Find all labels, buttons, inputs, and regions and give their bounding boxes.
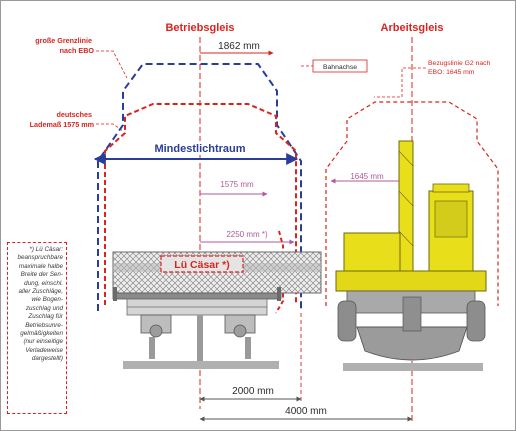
mindestlichtraum-label-bg: [151, 141, 249, 155]
wagon-leg-left: [149, 337, 155, 359]
wagon-stake-left: [113, 287, 117, 301]
label-grenzlinie-l1: große Grenzlinie: [35, 36, 92, 45]
track-excavator: [335, 140, 487, 361]
dim-label-2000: 2000 mm: [232, 386, 274, 397]
wagon-wheel-right: [233, 324, 247, 338]
wagon-deck: [112, 292, 282, 300]
heading-arbeitsgleis: Arbeitsgleis: [381, 22, 444, 34]
bahnachse-box: [312, 59, 368, 73]
label-mindestlichtraum: Mindestlichtraum: [154, 143, 245, 155]
rail-betriebsgleis: [123, 361, 279, 369]
excavator-bucket: [356, 326, 468, 361]
dim-label-1645: 1645 mm: [350, 172, 384, 181]
footnote-text: *) Lü Cäsar: beanspruchbare maximale hal…: [17, 246, 63, 363]
label-lademass-l1: deutsches: [56, 110, 92, 119]
excavator-mast-truss-3: [398, 230, 414, 247]
lu-casar-box: [160, 255, 244, 273]
excavator-cab-roof: [432, 183, 470, 193]
footnote-box: *) Lü Cäsar: beanspruchbare maximale hal…: [7, 242, 67, 414]
outline-bezugslinie: [325, 101, 499, 306]
dim-label-2250: 2250 mm *): [226, 230, 268, 239]
excavator-mast-truss-2: [398, 190, 414, 207]
dim-label-4000: 4000 mm: [285, 406, 327, 417]
label-grenzlinie: große Grenzlinie nach EBO: [35, 36, 94, 55]
wagon-center-post: [197, 315, 203, 361]
outline-lademass: [104, 103, 297, 305]
excavator-bucket-arm: [402, 296, 422, 332]
leader-bezugslinie: [374, 67, 426, 98]
wagon-stake-right: [277, 287, 281, 301]
label-grenzlinie-l2: nach EBO: [60, 46, 95, 55]
excavator-housing-base: [335, 270, 487, 292]
wagon-leg-right: [245, 337, 251, 359]
rail-arbeitsgleis: [343, 363, 483, 371]
label-bahnachse: Bahnachse: [323, 64, 357, 71]
label-bezugslinie-l1: Bezugslinie G2 nach: [428, 60, 491, 67]
heading-betriebsgleis: Betriebsgleis: [165, 22, 234, 34]
excavator-cab-window: [434, 200, 468, 238]
excavator-wheel-left: [337, 300, 357, 342]
dim-label-1575: 1575 mm: [220, 180, 254, 189]
label-bezugslinie-l2: EBO: 1645 mm: [428, 69, 475, 76]
dim-label-1862: 1862 mm: [218, 41, 260, 52]
excavator-wheel-right: [466, 300, 486, 342]
leader-grenzlinie: [96, 50, 128, 79]
label-lademass: deutsches Lademaß 1575 mm: [30, 110, 94, 129]
label-bezugslinie: Bezugslinie G2 nach EBO: 1645 mm: [428, 60, 492, 76]
label-lademass-l2: Lademaß 1575 mm: [30, 120, 94, 129]
outline-grenzlinie: [97, 63, 302, 311]
label-lu-casar: Lü Cäsar *): [174, 259, 229, 271]
excavator-mast-truss: [398, 150, 414, 167]
wagon-wheel-left: [149, 324, 163, 338]
